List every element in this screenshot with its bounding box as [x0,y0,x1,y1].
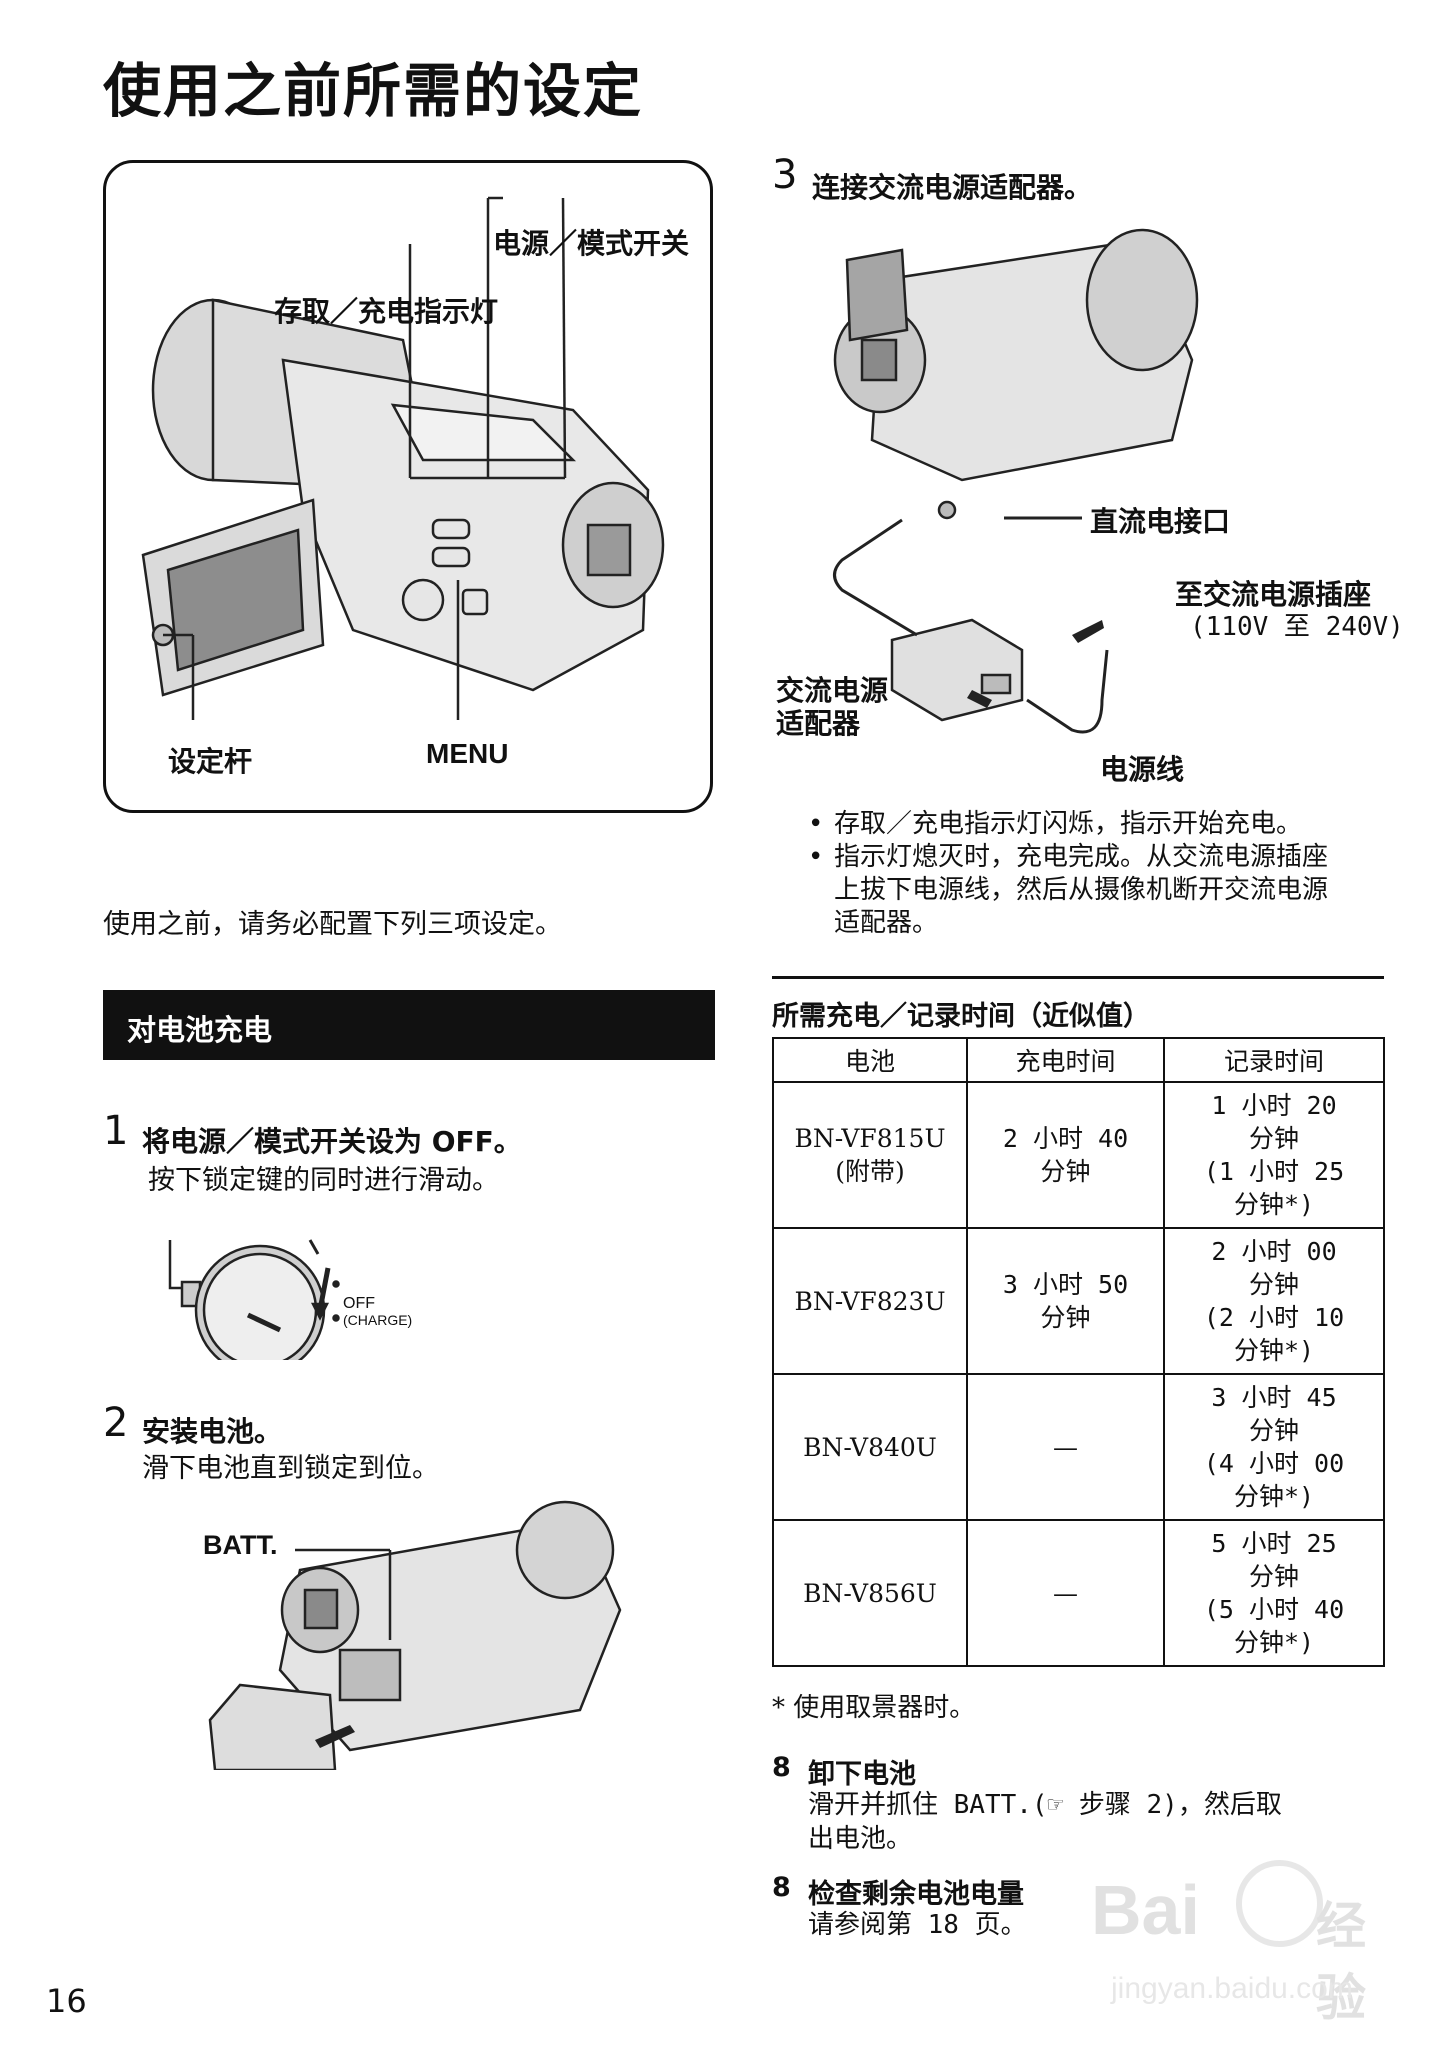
step2-subtext: 滑下电池直到锁定到位。 [142,1453,439,1484]
label-adapter-line2: 适配器 [776,707,861,740]
baidu-watermark: Bai 经验 jingyan.baidu.com [1061,1850,1401,2040]
check-battery-text: 请参阅第 18 页。 [808,1910,1027,1940]
cell-charge: — [966,1373,1165,1521]
step1-number: 1 [103,1108,129,1154]
camcorder-diagram-box [103,160,713,813]
ac-adapter-connection-illustration [833,228,1199,734]
remove-battery-text-1: 滑开并抓住 BATT.(☞ 步骤 2)，然后取 [808,1790,1282,1820]
label-menu: MENU [426,738,509,769]
label-batt: BATT. [203,1530,278,1560]
note-item: 存取／充电指示灯闪烁，指示开始充电。 [808,808,1328,841]
dial-label-off: OFF [343,1295,375,1312]
step2-number: 2 [103,1400,129,1446]
header-battery: 电池 [772,1037,968,1083]
label-dc-in: 直流电接口 [1090,505,1231,538]
note-line: 上拔下电源线，然后从摄像机断开交流电源 [834,875,1329,905]
cell-battery: BN-VF815U(附带) [772,1081,968,1229]
watermark-brand: Bai [1091,1871,1200,1949]
page-number: 16 [46,1982,87,2020]
label-power-mode-switch: 电源／模式开关 [493,227,690,260]
watermark-url: jingyan.baidu.com [1111,1972,1353,2005]
table-caption: 所需充电／记录时间（近似值） [772,1001,1150,1032]
cell-charge: — [966,1519,1165,1667]
dial-label-charge: (CHARGE) [343,1312,413,1328]
intro-text: 使用之前，请务必配置下列三项设定。 [103,909,562,940]
note-item: 指示灯熄灭时，充电完成。从交流电源插座 上拔下电源线，然后从摄像机断开交流电源 … [808,841,1328,940]
check-battery-heading: 检查剩余电池电量 [808,1879,1024,1910]
label-outlet-voltage: (110V 至 240V) [1190,612,1404,642]
divider [772,976,1384,979]
label-outlet: 至交流电源插座 [1175,578,1372,611]
step2-heading: 安装电池。 [142,1415,283,1448]
power-dial-illustration [168,1239,340,1360]
step1-heading: 将电源／模式开关设为 OFF。 [142,1125,522,1158]
section-title: 对电池充电 [127,1013,273,1047]
section-header: 对电池充电 [103,990,715,1060]
charging-notes: 存取／充电指示灯闪烁，指示开始充电。 指示灯熄灭时，充电完成。从交流电源插座 上… [808,808,1328,940]
header-charge-time: 充电时间 [966,1037,1165,1083]
camcorder-controls-illustration [141,196,665,720]
header-record-time: 记录时间 [1163,1037,1385,1083]
table-footnote: * 使用取景器时。 [772,1693,976,1723]
label-adapter-line1: 交流电源 [776,674,889,707]
note-line: 适配器。 [834,908,939,938]
battery-attach-illustration [208,1500,622,1770]
table-header-row: 电池 充电时间 记录时间 [772,1037,1385,1083]
page-title: 使用之前所需的设定 [103,57,644,125]
paw-icon [1236,1860,1323,1947]
remove-battery-heading: 卸下电池 [808,1759,916,1790]
cell-battery: BN-VF823U [772,1227,968,1375]
note-line: 指示灯熄灭时，充电完成。从交流电源插座 [834,842,1329,872]
step1-subtext: 按下锁定键的同时进行滑动。 [148,1165,499,1196]
label-access-charge-lamp: 存取／充电指示灯 [274,295,499,328]
label-set-lever: 设定杆 [168,745,253,778]
remove-battery-marker: 8 [772,1752,791,1783]
check-battery-marker: 8 [772,1872,791,1903]
label-power-cord: 电源线 [1100,753,1185,786]
step3-heading: 连接交流电源适配器。 [812,171,1093,204]
step3-number: 3 [772,152,798,198]
cell-battery: BN-V856U [772,1519,968,1667]
remove-battery-text-2: 出电池。 [808,1824,913,1854]
watermark-brand-cn: 经验 [1316,1897,1366,2027]
cell-battery: BN-V840U [772,1373,968,1521]
